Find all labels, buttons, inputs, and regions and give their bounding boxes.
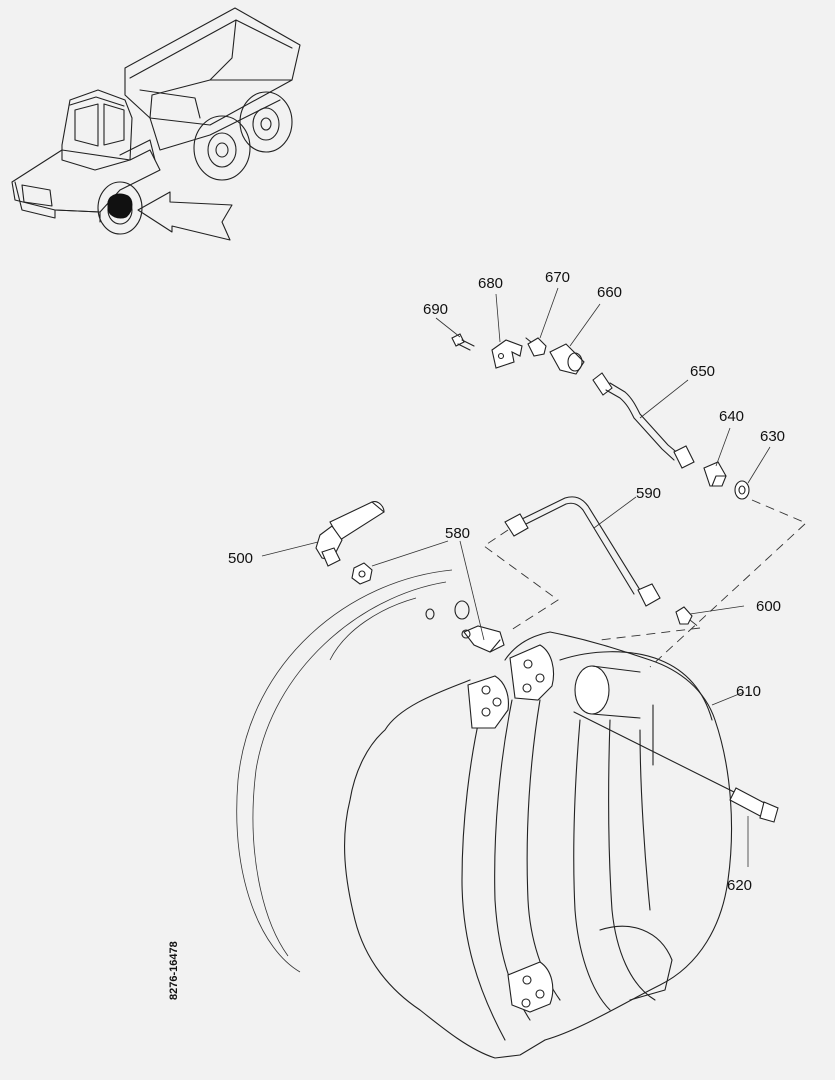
callout-590: 590 (636, 485, 661, 502)
callout-610: 610 (736, 683, 761, 700)
callout-690: 690 (423, 301, 448, 318)
bolt-620 (573, 711, 779, 823)
leader-lines (261, 287, 771, 867)
bracket-680 (491, 339, 523, 369)
truck-locator-illustration (11, 7, 301, 241)
callout-650: 650 (690, 363, 715, 380)
hex-nut (351, 562, 373, 585)
screw-690 (451, 333, 475, 351)
elbow-580 (461, 625, 505, 653)
transmission-housing (236, 569, 733, 1059)
callout-640: 640 (719, 408, 744, 425)
union-600 (675, 606, 693, 625)
document-number: 8276-16478 (168, 941, 180, 1000)
sensor-660 (549, 343, 585, 375)
assembly-dashed-lines (483, 499, 807, 668)
callout-660: 660 (597, 284, 622, 301)
callout-600: 600 (756, 598, 781, 615)
callout-670: 670 (545, 269, 570, 286)
tube-650 (592, 372, 695, 469)
o-rings (425, 600, 470, 620)
callout-500: 500 (228, 550, 253, 567)
callout-labels: 500 580 590 600 610 620 630 640 650 660 … (228, 269, 785, 894)
washer-630 (734, 480, 750, 500)
tube-590 (504, 496, 661, 607)
hose-500 (315, 501, 385, 567)
callout-680: 680 (478, 275, 503, 292)
callout-580: 580 (445, 525, 470, 542)
nipple-670 (525, 337, 547, 357)
callout-620: 620 (727, 877, 752, 894)
callout-630: 630 (760, 428, 785, 445)
fitting-640 (703, 461, 727, 487)
